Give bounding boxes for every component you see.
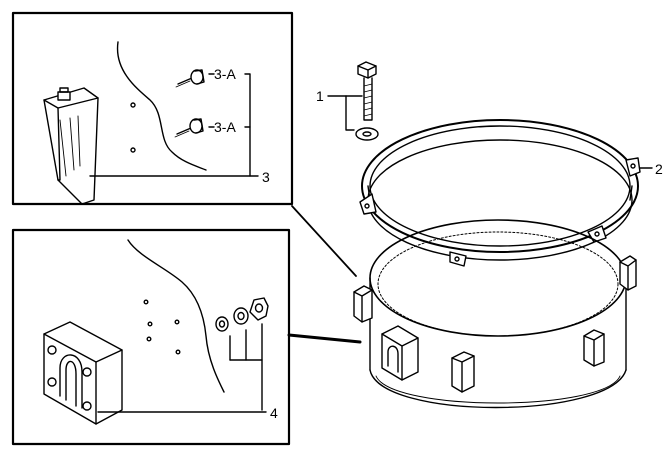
inset-frame-bottom	[11, 228, 291, 446]
callout-3a-lower: 3-A	[214, 119, 236, 135]
tension-lug-icon	[619, 255, 637, 291]
callout-3: 3	[262, 169, 270, 185]
mount-hole	[143, 299, 149, 305]
washer-icon	[355, 127, 379, 141]
inset-connector-top	[291, 205, 357, 277]
tension-lug-icon	[353, 285, 373, 323]
mount-hole	[175, 349, 181, 355]
mount-hole	[146, 336, 152, 342]
inset-lug-detail: 3-A 3-A 3	[11, 11, 294, 206]
tension-lug-icon	[43, 87, 99, 205]
tension-bolt-icon	[357, 61, 377, 121]
mount-hole	[174, 319, 180, 325]
tension-lug-icon	[451, 351, 475, 393]
washer-set-icon	[215, 297, 269, 332]
hoop-icon	[359, 119, 641, 267]
mount-block-icon	[381, 325, 419, 381]
shell-edge-curve	[127, 239, 225, 393]
callout-3a-upper: 3-A	[214, 66, 236, 82]
mount-hole	[130, 102, 136, 108]
mount-hole	[130, 147, 136, 153]
callout-4: 4	[270, 405, 278, 421]
shell-edge-curve	[116, 41, 207, 171]
inset-mount-detail: 4	[11, 228, 291, 446]
inset-connector-bottom	[287, 333, 362, 344]
mount-hole	[147, 321, 153, 327]
callout-1: 1	[316, 88, 324, 104]
screw-icon	[174, 118, 204, 138]
screw-icon	[175, 69, 205, 88]
leader-line	[244, 73, 251, 177]
mount-block-icon	[43, 321, 123, 425]
leader-line	[327, 95, 355, 131]
inset-frame-top	[11, 11, 294, 206]
tension-lug-icon	[583, 329, 605, 367]
callout-2: 2	[655, 161, 663, 177]
drum-shell-icon	[353, 219, 637, 409]
